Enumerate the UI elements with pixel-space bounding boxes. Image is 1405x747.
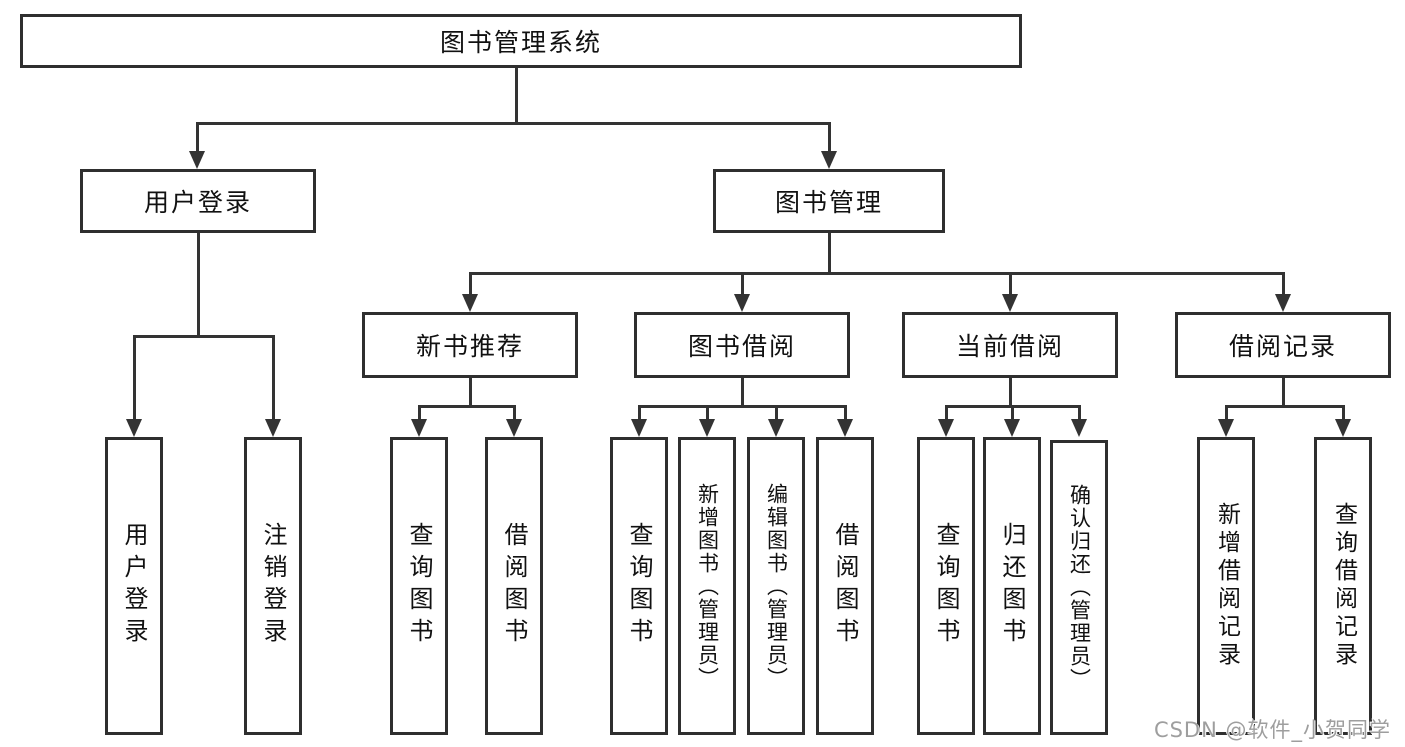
arrow-down-icon — [1002, 294, 1018, 312]
arrow-down-icon — [768, 419, 784, 437]
connector-leaf-stub — [1225, 405, 1228, 421]
arrow-down-icon — [126, 419, 142, 437]
arrow-down-icon — [837, 419, 853, 437]
connector-to-borrowing-records — [1282, 272, 1285, 296]
leaf-query-books: 查询图书 — [390, 437, 448, 735]
connector-to-current-borrowing — [1009, 272, 1012, 296]
arrow-down-icon — [1004, 419, 1020, 437]
connector-book-borrowing-rail — [639, 405, 847, 408]
leaf-borrow-books: 借阅图书 — [816, 437, 874, 735]
connector-leaf-stub — [1078, 405, 1081, 421]
leaf-logout: 注销登录 — [244, 437, 302, 735]
arrow-down-icon — [462, 294, 478, 312]
leaf-user-login: 用户登录 — [105, 437, 163, 735]
arrow-down-icon — [631, 419, 647, 437]
arrow-down-icon — [1218, 419, 1234, 437]
connector-leaf-stub — [1011, 405, 1014, 421]
arrow-down-icon — [411, 419, 427, 437]
connector-leaf-stub — [706, 405, 709, 421]
arrow-down-icon — [1275, 294, 1291, 312]
connector-book-management-stem — [828, 233, 831, 272]
connector-leaf-stub — [418, 405, 421, 421]
leaf-add-borrow-record: 新增借阅记录 — [1197, 437, 1255, 735]
node-borrowing-records: 借阅记录 — [1175, 312, 1391, 378]
arrow-down-icon — [821, 151, 837, 169]
node-user-login: 用户登录 — [80, 169, 316, 233]
connector-new-book-stem — [469, 378, 472, 405]
connector-book-management-rail — [470, 272, 1284, 275]
connector-to-book-borrowing — [741, 272, 744, 296]
node-new-book-recommendation: 新书推荐 — [362, 312, 578, 378]
connector-root-rail — [197, 122, 831, 125]
watermark: CSDN @软件_小贺同学 — [1153, 718, 1391, 742]
arrow-down-icon — [265, 419, 281, 437]
connector-root-stem — [515, 68, 518, 122]
connector-to-leaf-user-login — [133, 335, 136, 421]
leaf-query-books: 查询图书 — [917, 437, 975, 735]
connector-to-new-book — [469, 272, 472, 296]
connector-book-borrowing-stem — [741, 378, 744, 405]
connector-new-book-rail — [419, 405, 516, 408]
leaf-edit-books-admin: 编辑图书（管理员） — [747, 437, 805, 735]
leaf-query-books: 查询图书 — [610, 437, 668, 735]
node-book-management: 图书管理 — [713, 169, 945, 233]
leaf-query-borrow-record: 查询借阅记录 — [1314, 437, 1372, 735]
connector-leaf-stub — [513, 405, 516, 421]
arrow-down-icon — [734, 294, 750, 312]
arrow-down-icon — [189, 151, 205, 169]
leaf-confirm-return-admin: 确认归还（管理员） — [1050, 440, 1108, 735]
arrow-down-icon — [699, 419, 715, 437]
connector-to-user-login — [196, 122, 199, 153]
arrow-down-icon — [1335, 419, 1351, 437]
arrow-down-icon — [938, 419, 954, 437]
node-current-borrowing: 当前借阅 — [902, 312, 1118, 378]
connector-borrowing-records-rail — [1226, 405, 1345, 408]
leaf-add-books-admin: 新增图书（管理员） — [678, 437, 736, 735]
connector-user-login-rail — [134, 335, 275, 338]
connector-leaf-stub — [945, 405, 948, 421]
arrow-down-icon — [1071, 419, 1087, 437]
connector-current-borrowing-stem — [1009, 378, 1012, 405]
connector-leaf-stub — [1342, 405, 1345, 421]
leaf-return-books: 归还图书 — [983, 437, 1041, 735]
connector-to-book-management — [828, 122, 831, 153]
arrow-down-icon — [506, 419, 522, 437]
connector-user-login-stem — [197, 233, 200, 335]
connector-leaf-stub — [775, 405, 778, 421]
connector-to-leaf-logout — [272, 335, 275, 421]
node-book-borrowing: 图书借阅 — [634, 312, 850, 378]
leaf-borrow-books: 借阅图书 — [485, 437, 543, 735]
connector-leaf-stub — [638, 405, 641, 421]
connector-borrowing-records-stem — [1282, 378, 1285, 405]
node-library-management-system: 图书管理系统 — [20, 14, 1022, 68]
connector-leaf-stub — [844, 405, 847, 421]
